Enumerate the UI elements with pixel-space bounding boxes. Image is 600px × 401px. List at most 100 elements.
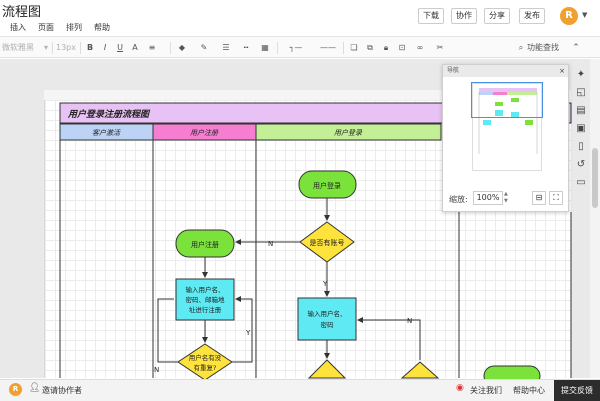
scrollbar-thumb[interactable] — [592, 148, 598, 208]
history-icon[interactable]: ↺ — [576, 159, 586, 170]
search-icon[interactable]: ⌕ — [518, 43, 524, 52]
thumbnail-title — [479, 88, 537, 92]
node-register-form-line3: 址进行注册 — [189, 305, 222, 314]
menu-page[interactable]: 页面 — [38, 23, 54, 32]
menu-arrange[interactable]: 排列 — [66, 23, 82, 32]
download-button[interactable]: 下载 — [418, 8, 444, 24]
toolbar-divider — [52, 42, 53, 54]
thumbnail-node — [511, 112, 519, 118]
node-register-form-line2: 密码、邮箱地 — [186, 295, 226, 304]
lock-icon[interactable]: 🔒︎ — [383, 43, 389, 52]
italic-button[interactable]: I — [103, 43, 107, 52]
page-margin — [44, 90, 571, 100]
navigator-panel: 导航 × 缩放: 100% ▲▼ ⊟ ⛶ — [442, 64, 569, 212]
navigator-title[interactable]: 导航 — [443, 65, 568, 77]
fullscreen-icon[interactable]: ⛶ — [549, 191, 563, 205]
navigator-thumbnail[interactable] — [472, 83, 542, 171]
toolbar-divider — [80, 42, 81, 54]
node-login-check[interactable] — [307, 359, 347, 379]
node-register-form-line1: 输入用户名、 — [186, 285, 225, 294]
node-duplicate-check[interactable] — [177, 343, 233, 381]
collaborate-button[interactable]: 协作 — [451, 8, 477, 24]
zoom-stepper[interactable]: ▲▼ — [504, 191, 508, 204]
thumbnail-node — [495, 110, 503, 116]
line-color-icon[interactable]: ✎ — [200, 43, 208, 52]
weibo-icon[interactable]: ◉ — [456, 383, 464, 393]
bold-button[interactable]: B — [86, 43, 94, 52]
unlock-icon[interactable]: ⊡ — [398, 43, 406, 52]
font-size-select[interactable]: 13px — [56, 43, 76, 52]
edge-label-yes: Y — [322, 280, 328, 288]
edge-label-yes: Y — [245, 329, 251, 337]
comment-icon[interactable]: ▭ — [576, 177, 586, 188]
edge[interactable] — [357, 317, 421, 360]
connector-type-icon[interactable]: ┐— — [289, 43, 303, 52]
page-icon[interactable]: ▯ — [578, 141, 584, 152]
node-register-label: 用户注册 — [191, 240, 219, 249]
format-panel-icon[interactable]: ◱ — [576, 87, 586, 98]
fill-color-icon[interactable]: ◆ — [178, 43, 186, 52]
toolbar-divider — [277, 42, 278, 54]
zoom-input[interactable]: 100% — [473, 191, 503, 205]
feedback-button[interactable]: 提交反馈 — [554, 380, 600, 401]
node-duplicate-check-line1: 用户名有没 — [189, 353, 222, 362]
node-login-form-line1: 输入用户名、 — [308, 309, 347, 318]
format-toolbar: 微软雅黑 ▾ 13px B I U A ≡ ◆ ✎ ☰ ┅ ▦ ┐— —— ❏ … — [0, 36, 600, 58]
node-has-account-label: 是否有账号 — [310, 238, 345, 247]
menu-help[interactable]: 帮助 — [94, 23, 110, 32]
arrange-icon[interactable]: ❏ — [350, 43, 358, 52]
format-painter-icon[interactable]: ✂ — [436, 43, 444, 52]
document-title[interactable]: 流程图 — [2, 5, 42, 20]
viewport-indicator[interactable] — [471, 82, 543, 118]
node-login-form[interactable] — [297, 297, 357, 341]
node-duplicate-check-line2: 有重复? — [194, 363, 217, 372]
arrow-style-icon[interactable]: —— — [320, 43, 336, 52]
chevron-down-icon[interactable]: ▾ — [43, 43, 48, 52]
vertical-scrollbar[interactable] — [590, 59, 600, 378]
data-icon[interactable]: ▤ — [576, 105, 586, 116]
thumbnail-node — [525, 120, 533, 125]
close-icon[interactable]: × — [559, 67, 565, 75]
collapse-toolbar-icon[interactable]: ⌃ — [572, 43, 580, 53]
attachment-icon[interactable]: ▣ — [576, 123, 586, 134]
collaborator-avatar[interactable]: R — [9, 383, 22, 396]
line-weight-icon[interactable]: ☰ — [222, 43, 230, 52]
grid-icon[interactable]: ▦ — [261, 43, 269, 52]
node-login-label: 用户登录 — [313, 181, 341, 190]
node-right-decision[interactable] — [400, 361, 440, 379]
thumbnail-node — [483, 120, 491, 125]
navigator-icon[interactable]: ✦ — [576, 69, 586, 80]
menu-insert[interactable]: 插入 — [10, 23, 26, 32]
fit-page-icon[interactable]: ⊟ — [532, 191, 546, 205]
font-family-select[interactable]: 微软雅黑 — [2, 43, 34, 52]
edge[interactable] — [157, 298, 178, 363]
font-color-button[interactable]: A — [132, 43, 138, 52]
publish-button[interactable]: 发布 — [519, 8, 545, 24]
node-register-form[interactable] — [175, 278, 235, 321]
invite-collaborator-button[interactable]: 邀请协作者 — [42, 386, 82, 395]
edge-label-no: N — [407, 317, 412, 325]
edge[interactable] — [232, 296, 253, 363]
thumbnail-lane — [493, 92, 507, 95]
help-center-link[interactable]: 帮助中心 — [513, 386, 545, 395]
thumbnail-lane — [507, 92, 537, 95]
status-bar — [0, 379, 600, 401]
link-icon[interactable]: ∞ — [416, 43, 424, 52]
feature-search-button[interactable]: 功能查找 — [527, 43, 559, 52]
follow-us-link[interactable]: 关注我们 — [470, 386, 502, 395]
lane-header-login[interactable] — [255, 123, 442, 141]
line-style-icon[interactable]: ┅ — [243, 43, 249, 52]
underline-button[interactable]: U — [117, 43, 123, 52]
chevron-down-icon[interactable]: ▼ — [582, 11, 588, 19]
add-user-icon[interactable]: 👤︎ — [29, 383, 41, 393]
toolbar-divider — [343, 42, 344, 54]
group-icon[interactable]: ⧉ — [367, 43, 373, 52]
user-avatar[interactable]: R — [560, 7, 578, 25]
edge-label-no: N — [268, 240, 273, 248]
align-icon[interactable]: ≡ — [148, 43, 156, 52]
thumbnail-preview — [478, 88, 538, 154]
zoom-label: 缩放: — [449, 195, 468, 204]
edge-label-no: N — [154, 366, 159, 374]
share-button[interactable]: 分享 — [484, 8, 510, 24]
